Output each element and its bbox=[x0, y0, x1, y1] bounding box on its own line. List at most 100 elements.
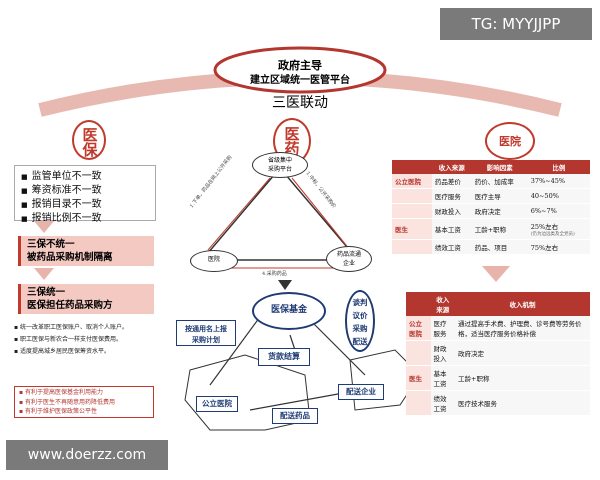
hospital-box: 公立医院 bbox=[196, 396, 238, 412]
negotiate-oval: 谈判 议价 采购 配送 bbox=[345, 290, 375, 352]
table-cell: 公立医院 bbox=[392, 174, 432, 189]
table-header-cell: 收入来源 bbox=[430, 292, 455, 316]
bullet-item: 监管单位不一致 bbox=[21, 170, 149, 184]
table-row: 公立医院医疗服务通过提高手术费、护理费、诊号费等劳务价格，适当医疗服务价格补偿 bbox=[406, 316, 590, 341]
circle-yibao: 医保 bbox=[72, 120, 106, 160]
small-box-line: ▪ 有利于提高医保基金利用能力 bbox=[19, 389, 103, 396]
table-cell: 医疗技术服务 bbox=[455, 390, 590, 416]
table-row: 医生基本工资工龄+职称 bbox=[406, 365, 590, 391]
table-note: (仍为边远类及全党员) bbox=[530, 232, 575, 237]
table-cell: 基本工资 bbox=[430, 365, 455, 391]
triangle-right-node: 药品流通 企业 bbox=[326, 246, 372, 272]
table-cell: 财政投入 bbox=[431, 203, 472, 219]
node-line: 省级集中 bbox=[267, 157, 292, 164]
bottom-diagram-shapes bbox=[184, 309, 421, 431]
header-graphic bbox=[38, 46, 562, 117]
left-box-2: 三保统一 医保担任药品采购方 bbox=[18, 284, 154, 314]
deliver-box: 配送药品 bbox=[272, 408, 318, 424]
bullet-item: 报销目录不一致 bbox=[21, 198, 149, 212]
table-cell: 75%左右 bbox=[527, 239, 590, 255]
negotiate-line: 采购 bbox=[352, 324, 368, 333]
triangle-diagram bbox=[200, 166, 360, 269]
table-row: 绩效工资医疗技术服务 bbox=[406, 390, 590, 416]
circle-yiyuan: 医院 bbox=[485, 122, 535, 160]
box2-line: 三保统一 bbox=[27, 287, 66, 298]
table-cell bbox=[392, 239, 432, 255]
settle-box: 货款结算 bbox=[258, 348, 310, 366]
table-cell bbox=[392, 188, 432, 204]
fund-node: 医保基金 bbox=[252, 292, 326, 330]
table-header-cell: 比例 bbox=[527, 160, 590, 174]
down-arrow-2 bbox=[34, 268, 54, 280]
table-cell: 工龄+职称 bbox=[455, 365, 590, 391]
box2-line: 医保担任药品采购方 bbox=[27, 300, 113, 311]
table-row: 财政投入政府决定 bbox=[406, 340, 590, 366]
table-cell: 政府决定 bbox=[455, 340, 590, 366]
header-line2: 建立区域统一医管平台 bbox=[250, 75, 350, 86]
plan-box: 按通用名上报 采购计划 bbox=[176, 320, 236, 346]
table-cell: 通过提高手术费、护理费、诊号费等劳务价格，适当医疗服务价格补偿 bbox=[455, 316, 590, 341]
triangle-left-node: 医院 bbox=[190, 250, 238, 272]
table-cell: 绩效工资 bbox=[431, 239, 472, 255]
table-cell: 医生 bbox=[406, 365, 431, 391]
table-cell: 基本工资 bbox=[431, 218, 472, 240]
right-table-2-wrap: 收入来源收入机制 公立医院医疗服务通过提高手术费、护理费、诊号费等劳务价格，适当… bbox=[406, 292, 590, 416]
left-small-list: ▪ 统一改革职工医保账户、取消个人账户。 ▪ 职工医保与新农合一样支付医保费用。… bbox=[14, 322, 164, 358]
table-cell: 40~50% bbox=[527, 188, 590, 204]
node-line: 药品流通 bbox=[336, 251, 361, 258]
table-cell: 医疗服务 bbox=[431, 188, 472, 204]
bullet-item: 报销比例不一致 bbox=[21, 212, 149, 226]
small-list-item: ▪ 职工医保与新农合一样支付医保费用。 bbox=[14, 336, 122, 343]
table-cell: 财政投入 bbox=[430, 340, 455, 366]
table-header-cell bbox=[406, 292, 431, 316]
header-line1: 政府主导 bbox=[278, 59, 322, 72]
down-arrow-1 bbox=[34, 221, 54, 233]
watermark-top: TG: MYYJJPP bbox=[440, 8, 592, 40]
small-list-item: ▪ 适度提高城乡居民医保筹资水平。 bbox=[14, 348, 110, 355]
box1-line: 三保不统一 bbox=[27, 239, 75, 250]
table-cell: 工龄+职称 bbox=[471, 218, 528, 240]
right-table-2: 收入来源收入机制 公立医院医疗服务通过提高手术费、护理费、诊号费等劳务价格，适当… bbox=[406, 292, 590, 416]
right-arrow-down bbox=[482, 266, 510, 282]
table-cell: 药品差价 bbox=[431, 174, 472, 189]
table-header-cell: 影响因素 bbox=[471, 160, 528, 174]
left-small-box: ▪ 有利于提高医保基金利用能力 ▪ 有利于医生不再随意用药降低费用 ▪ 有利于维… bbox=[14, 386, 154, 418]
mid-down-arrow bbox=[278, 280, 292, 290]
negotiate-line: 议价 bbox=[352, 311, 368, 320]
small-list-item: ▪ 统一改革职工医保账户、取消个人账户。 bbox=[14, 324, 128, 331]
table-header-cell: 收入来源 bbox=[431, 160, 472, 174]
table-cell bbox=[406, 390, 431, 416]
table-cell: 医疗服务 bbox=[430, 316, 455, 341]
bullet-item: 筹资标准不一致 bbox=[21, 184, 149, 198]
table-cell: 政府决定 bbox=[471, 203, 528, 219]
table-cell bbox=[392, 203, 432, 219]
table-cell: 25%左右(仍为边远类及全党员) bbox=[527, 218, 590, 240]
table-cell: 37%~45% bbox=[527, 174, 590, 189]
small-box-line: ▪ 有利于维护医保政策公平性 bbox=[19, 408, 97, 415]
plan-line: 按通用名上报 bbox=[185, 324, 227, 333]
left-bullet-box: 监管单位不一致 筹资标准不一致 报销目录不一致 报销比例不一致 bbox=[14, 165, 156, 224]
node-line: 采购平台 bbox=[267, 166, 292, 173]
left-box-1: 三保不统一 被药品采购机制隔离 bbox=[18, 236, 154, 266]
header-subtitle: 三医联动 bbox=[272, 95, 328, 111]
table-cell: 绩效工资 bbox=[430, 390, 455, 416]
table-cell: 公立医院 bbox=[406, 316, 431, 341]
table-cell: 药价、加成率 bbox=[471, 174, 528, 189]
negotiate-line: 配送 bbox=[352, 337, 368, 346]
triangle-bottom-edge-label: 4.采购药品 bbox=[262, 271, 287, 277]
table-cell bbox=[406, 340, 431, 366]
triangle-top-node: 省级集中 采购平台 bbox=[252, 152, 308, 178]
watermark-bottom: www.doerzz.com bbox=[6, 440, 168, 470]
small-box-line: ▪ 有利于医生不再随意用药降低费用 bbox=[19, 398, 115, 406]
enterprise-box: 配送企业 bbox=[338, 384, 384, 400]
box1-line: 被药品采购机制隔离 bbox=[27, 252, 113, 263]
table-cell: 药品、项目 bbox=[471, 239, 528, 255]
node-line: 企业 bbox=[342, 260, 355, 267]
table-cell: 医生 bbox=[392, 218, 432, 240]
